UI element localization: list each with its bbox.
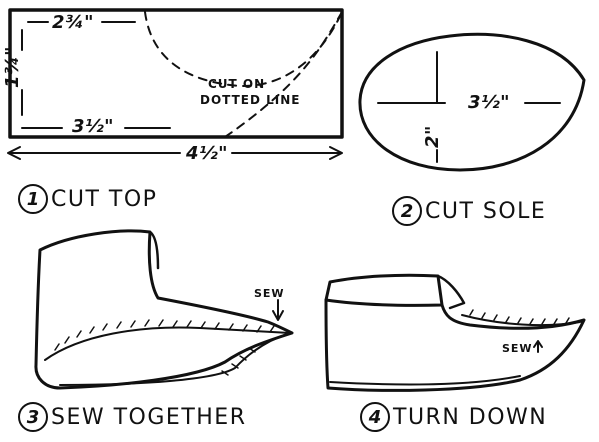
boot-sewn: [34, 229, 294, 390]
sole-outline: [358, 32, 586, 172]
moccasin-seam: [461, 314, 581, 327]
sole-pattern: [358, 32, 586, 172]
top-pattern-outline: [8, 8, 344, 139]
boot-inner-fold: [148, 230, 160, 270]
dim-bottom-label: 3½": [72, 116, 115, 137]
boot-sole-seam: [44, 326, 291, 386]
sole-dim-width-label: 3½": [468, 92, 511, 113]
step-1-caption: 1 CUT TOP: [18, 184, 157, 214]
moccasin-flap-tip: [436, 274, 466, 310]
dim-top-label: 2¾": [52, 12, 95, 33]
step-4-caption: 4 TURN DOWN: [360, 402, 547, 432]
step-3-label: SEW TOGETHER: [51, 404, 247, 430]
step-2-label: CUT SOLE: [425, 198, 547, 224]
moccasin-stitches: [469, 309, 570, 325]
step-4-number: 4: [360, 402, 390, 432]
step-1-number: 1: [18, 184, 48, 214]
moccasin-outline: [324, 298, 586, 392]
sew-label-4: SEW: [502, 342, 533, 355]
sew-arrow-4: [533, 340, 543, 353]
step-4-label: TURN DOWN: [393, 404, 548, 430]
step-3-number: 3: [18, 402, 48, 432]
instruction-dotted-line: DOTTED LINE: [200, 93, 301, 107]
top-pattern: [8, 8, 344, 139]
sew-arrow-3: [272, 299, 284, 321]
moccasin-turned: [324, 273, 586, 392]
boot-outline: [34, 229, 294, 390]
moccasin-flap: [324, 273, 444, 307]
step-2-caption: 2 CUT SOLE: [392, 196, 546, 226]
dotted-cut-curve: [144, 11, 343, 87]
instruction-cut-on: CUT ON: [208, 77, 266, 91]
moccasin-sole-line: [329, 375, 521, 386]
boot-stitches: [54, 319, 275, 376]
step-1-label: CUT TOP: [51, 186, 158, 212]
sole-dim-height-label: 2": [422, 125, 443, 148]
dim-overall-label: 4½": [186, 143, 229, 164]
sew-label-3: SEW: [254, 287, 285, 300]
step-3-caption: 3 SEW TOGETHER: [18, 402, 246, 432]
overall-dimension-arrow: [7, 146, 343, 160]
dotted-cut-diagonal: [224, 11, 343, 138]
step-2-number: 2: [392, 196, 422, 226]
dim-side-label: 1¾": [2, 45, 23, 88]
